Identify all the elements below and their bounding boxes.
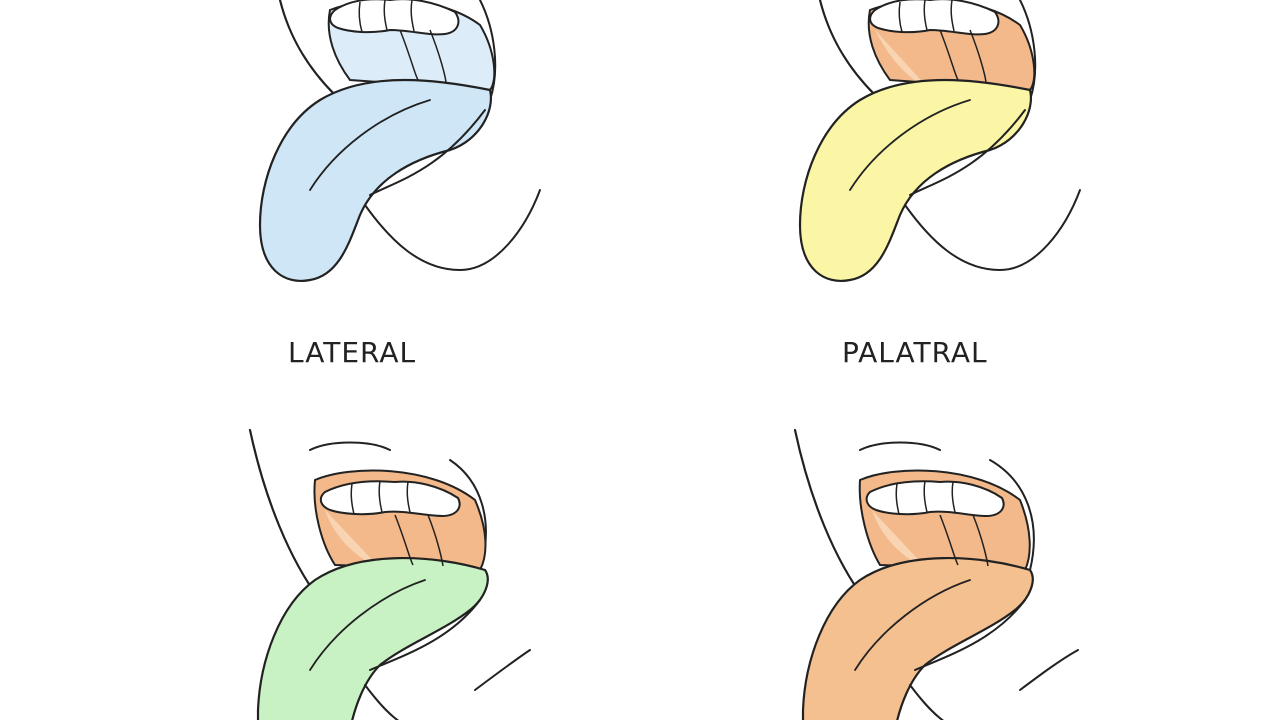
tongue [801,557,1034,720]
tongue [256,557,489,720]
teeth [319,480,461,518]
panel-bottom-left [248,428,531,720]
panel-top-right [798,0,1081,282]
tongue [258,78,493,282]
tongue [798,78,1033,282]
label-palatral: PALATRAL [842,336,988,369]
panel-bottom-right [793,428,1079,720]
teeth [865,480,1005,518]
teeth [329,0,460,36]
panel-top-left [258,0,541,282]
teeth [869,0,1000,36]
label-lateral: LATERAL [288,336,417,369]
